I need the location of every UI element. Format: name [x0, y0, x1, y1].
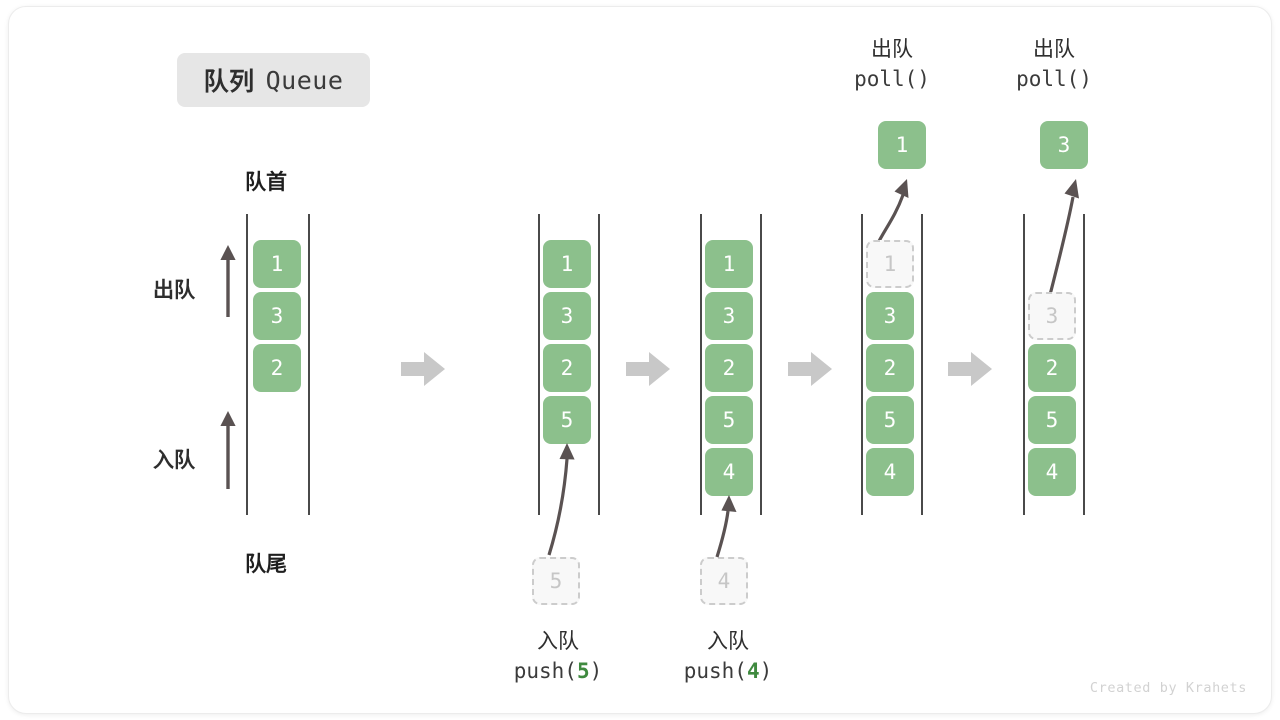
- incoming-ghost-cell: 5: [532, 557, 580, 605]
- dequeue-curve-arrow: [1047, 179, 1079, 300]
- queue-rail-right-1: [308, 214, 310, 515]
- queue-cell: 4: [866, 448, 914, 496]
- caption-cn: 出队: [871, 38, 913, 61]
- queue-cell: 2: [253, 344, 301, 392]
- queue-cell: 3: [705, 292, 753, 340]
- outgoing-cell: 1: [878, 121, 926, 169]
- caption-arg: 4: [746, 658, 760, 683]
- caption-code: push(4): [613, 657, 843, 687]
- queue-cell: 5: [866, 396, 914, 444]
- queue-rail-left-3: [700, 214, 702, 515]
- queue-rail-right-2: [598, 214, 600, 515]
- caption-arg: 5: [576, 658, 590, 683]
- caption-code: poll(): [854, 66, 930, 91]
- caption-fn-close: ): [589, 658, 603, 683]
- queue-rail-right-5: [1083, 214, 1085, 515]
- step-caption-push4: 入队 push(4): [613, 627, 843, 687]
- dequeue-curve-arrow: [875, 179, 909, 246]
- caption-fn: push(: [683, 658, 747, 683]
- step-caption-poll-3: 出队 poll(): [971, 35, 1137, 95]
- queue-cell: 1: [253, 240, 301, 288]
- diagram-title-badge: 队列 Queue: [177, 53, 370, 107]
- queue-cell: 4: [705, 448, 753, 496]
- step-arrow-icon: [788, 352, 832, 386]
- queue-head-label: 队首: [245, 171, 287, 194]
- caption-code: poll(): [1016, 66, 1092, 91]
- incoming-ghost-cell: 4: [700, 557, 748, 605]
- caption-cn: 出队: [1033, 38, 1075, 61]
- enqueue-curve-arrow: [547, 443, 575, 556]
- queue-rail-left-1: [246, 214, 248, 515]
- queue-cell: 2: [1028, 344, 1076, 392]
- enqueue-side-label: 入队: [153, 449, 195, 472]
- caption-cn: 入队: [707, 630, 749, 653]
- caption-code: push(5): [443, 657, 673, 687]
- caption-fn: push(: [513, 658, 577, 683]
- queue-cell: 2: [866, 344, 914, 392]
- queue-rail-left-5: [1023, 214, 1025, 515]
- queue-tail-label: 队尾: [245, 553, 287, 576]
- dequeued-ghost-cell: 1: [866, 240, 914, 288]
- queue-rail-right-3: [760, 214, 762, 515]
- queue-cell: 4: [1028, 448, 1076, 496]
- queue-cell: 2: [705, 344, 753, 392]
- queue-cell: 3: [543, 292, 591, 340]
- step-arrow-icon: [948, 352, 992, 386]
- queue-rail-left-2: [538, 214, 540, 515]
- queue-cell: 3: [866, 292, 914, 340]
- dequeued-ghost-cell: 3: [1028, 292, 1076, 340]
- step-arrow-icon: [626, 352, 670, 386]
- enqueue-curve-arrow: [715, 495, 737, 558]
- title-cn: 队列: [203, 68, 255, 96]
- queue-cell: 5: [1028, 396, 1076, 444]
- credit-text: Created by Krahets: [1089, 680, 1247, 696]
- queue-cell: 3: [253, 292, 301, 340]
- caption-cn: 入队: [537, 630, 579, 653]
- queue-rail-left-4: [861, 214, 863, 515]
- step-caption-poll-1: 出队 poll(): [809, 35, 975, 95]
- queue-cell: 2: [543, 344, 591, 392]
- queue-cell: 5: [543, 396, 591, 444]
- queue-cell: 1: [543, 240, 591, 288]
- enqueue-direction-arrow: [220, 411, 236, 489]
- dequeue-side-label: 出队: [153, 279, 195, 302]
- queue-cell: 5: [705, 396, 753, 444]
- dequeue-direction-arrow: [220, 245, 236, 317]
- queue-rail-right-4: [921, 214, 923, 515]
- queue-cell: 1: [705, 240, 753, 288]
- title-en: Queue: [265, 65, 344, 95]
- outgoing-cell: 3: [1040, 121, 1088, 169]
- step-caption-push5: 入队 push(5): [443, 627, 673, 687]
- caption-fn-close: ): [759, 658, 773, 683]
- step-arrow-icon: [401, 352, 445, 386]
- diagram-card: 队列 Queue 队首 队尾 出队 入队 1 3 2 1 3 2 5 5 入队 …: [8, 6, 1272, 714]
